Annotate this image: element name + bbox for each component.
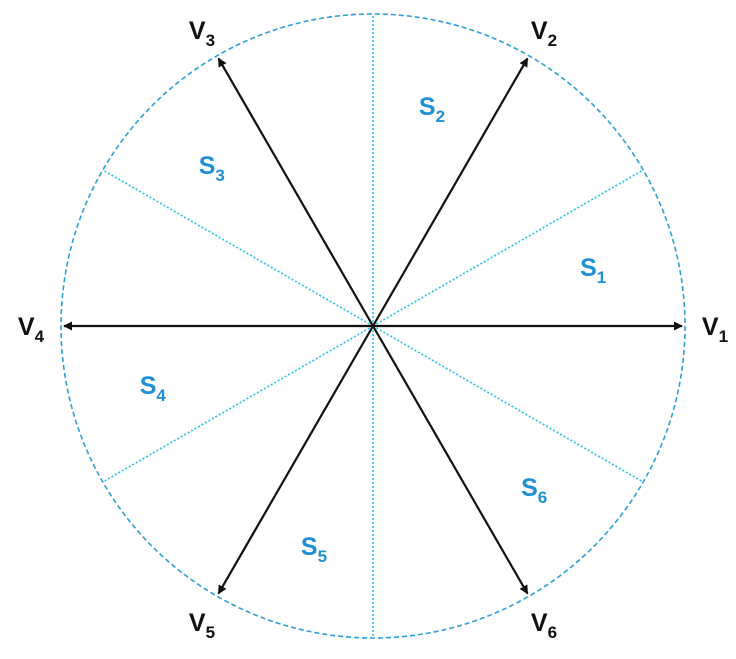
sector-label-s6: S6 (521, 474, 547, 507)
vector-label-v4: V4 (18, 313, 45, 346)
vector-label-v1: V1 (702, 313, 728, 346)
vector-label-v2: V2 (531, 17, 557, 50)
sector-label-s1: S1 (580, 254, 606, 287)
sector-boundary-30 (372, 169, 644, 327)
sector-label-s3: S3 (199, 152, 225, 185)
vector-label-v3: V3 (189, 17, 215, 50)
vector-label-v5: V5 (189, 609, 215, 642)
sector-boundary-150 (102, 169, 374, 327)
vector-arrow-v3 (217, 57, 374, 327)
sector-boundary-210 (102, 325, 374, 483)
sector-boundary-lines (102, 14, 644, 638)
boundary-circle (60, 13, 686, 639)
sector-boundary-330 (372, 325, 644, 483)
sector-label-s5: S5 (301, 533, 327, 566)
vector-arrow-v6 (372, 325, 529, 595)
vector-arrows (63, 57, 683, 595)
sector-label-s4: S4 (140, 372, 167, 405)
vector-label-v6: V6 (531, 609, 557, 642)
vector-arrow-v5 (217, 325, 374, 595)
vector-arrow-v2 (372, 57, 529, 327)
sector-label-s2: S2 (419, 93, 445, 126)
